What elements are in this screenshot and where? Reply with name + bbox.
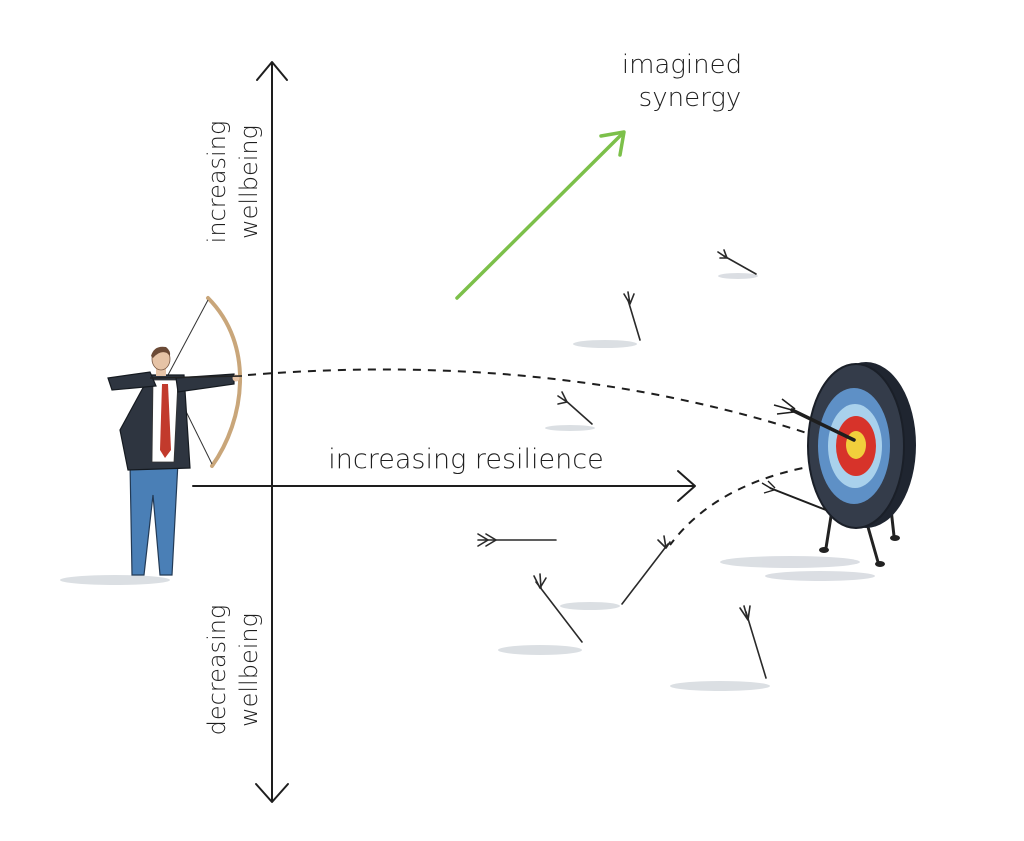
label-increasing-wellbeing-line2: wellbeing	[235, 125, 263, 239]
stray-arrow-5-fletching-icon	[533, 573, 547, 589]
target-bullseye	[846, 431, 866, 459]
stray-arrow-1-fletching-icon	[717, 249, 728, 259]
archer-neck	[156, 366, 166, 376]
bowstring	[167, 299, 209, 376]
bow-icon	[206, 296, 243, 468]
trajectory-miss	[669, 462, 833, 546]
label-imagined-synergy-line2: synergy	[639, 83, 742, 113]
archer-drawing-arm	[107, 371, 157, 391]
label-decreasing-wellbeing-line2: wellbeing	[235, 613, 263, 727]
label-decreasing-wellbeing: decreasing wellbeing	[203, 605, 263, 736]
imagined-synergy-arrow	[455, 130, 626, 300]
target-figure	[761, 362, 916, 567]
arrow-shadow-6	[670, 681, 770, 691]
arrow-trajectories	[247, 368, 833, 546]
stray-arrow-3	[557, 391, 593, 425]
stray-arrow-4	[477, 533, 557, 547]
arrow-shadow-2	[573, 340, 637, 348]
target-foot-left	[819, 547, 829, 553]
synergy-arrow-shaft	[455, 132, 624, 300]
stray-arrow-2	[623, 291, 641, 341]
side-arrow-fletching-icon	[761, 480, 776, 494]
arrow-shadow-4	[498, 645, 582, 655]
stray-arrow-7-fletching-icon	[739, 605, 751, 621]
wellbeing-axis	[255, 61, 289, 803]
label-increasing-wellbeing: increasing wellbeing	[203, 121, 263, 244]
archer-trousers	[129, 461, 179, 576]
bullseye-arrow-fletching-icon	[773, 398, 796, 415]
stray-arrow-5	[533, 573, 583, 643]
arrow-shadow-3	[545, 425, 595, 431]
archer-bow-arm	[175, 373, 235, 393]
resilience-axis	[192, 470, 696, 502]
stray-arrow-6	[621, 535, 671, 605]
axis-arrowhead-up-icon	[256, 61, 288, 81]
axis-arrowhead-down-icon	[255, 783, 289, 803]
archer-tie	[160, 384, 171, 458]
label-decreasing-wellbeing-line1: decreasing	[203, 605, 231, 736]
label-increasing-resilience: increasing resilience	[328, 444, 603, 475]
label-imagined-synergy-line1: imagined	[622, 50, 742, 80]
bullseye-arrow	[790, 408, 856, 442]
arrow-shadow-5	[560, 602, 620, 610]
stray-arrow-6-fletching-icon	[657, 535, 671, 549]
stray-arrow-2-fletching-icon	[623, 291, 635, 305]
nocked-arrow	[149, 375, 243, 379]
arrow-shadow-1	[718, 273, 758, 279]
archer-figure	[107, 296, 243, 576]
stray-arrows	[477, 249, 767, 679]
axis-arrowhead-right-icon	[677, 470, 696, 502]
archer-shadow	[60, 575, 170, 585]
stray-arrow-4-fletching-icon	[477, 533, 498, 547]
target-shadow-2	[765, 571, 875, 581]
ground-shadows	[60, 273, 875, 691]
stray-arrow-1	[717, 249, 757, 275]
trajectory-hit	[247, 368, 823, 439]
stray-arrow-7	[739, 605, 767, 679]
target-shadow-1	[720, 556, 860, 568]
target-foot-back	[890, 535, 900, 541]
label-increasing-wellbeing-line1: increasing	[203, 121, 231, 244]
stray-arrow-3-fletching-icon	[557, 391, 568, 405]
synergy-arrowhead-icon	[599, 130, 626, 157]
side-arrow	[769, 487, 827, 511]
target-foot-right	[875, 561, 885, 567]
archer-hair	[151, 346, 171, 358]
